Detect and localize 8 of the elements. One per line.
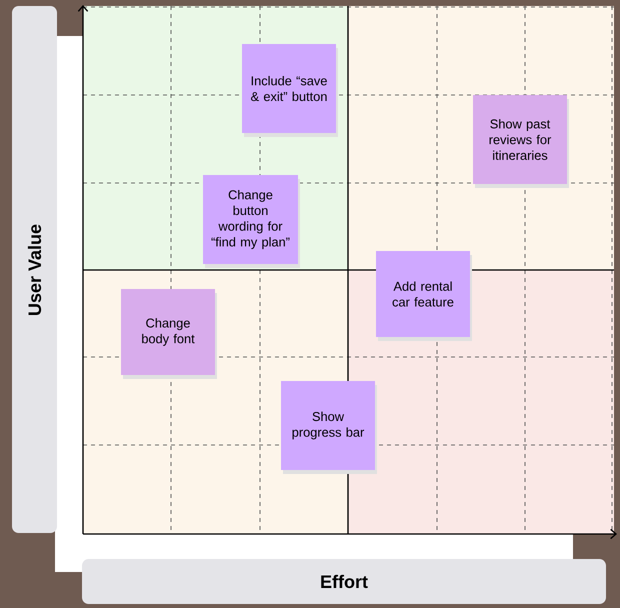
sticky-note: Show past reviews for itineraries <box>473 95 567 184</box>
sticky-note: Change body font <box>121 289 215 375</box>
sticky-note: Add rental car feature <box>376 251 470 337</box>
sticky-note: Show progress bar <box>281 381 375 470</box>
axis-label: Effort <box>82 559 606 604</box>
axis-label: User Value <box>12 6 57 533</box>
sticky-note: Include “save & exit” button <box>242 44 336 133</box>
sticky-note: Change button wording for “find my plan” <box>203 175 298 264</box>
